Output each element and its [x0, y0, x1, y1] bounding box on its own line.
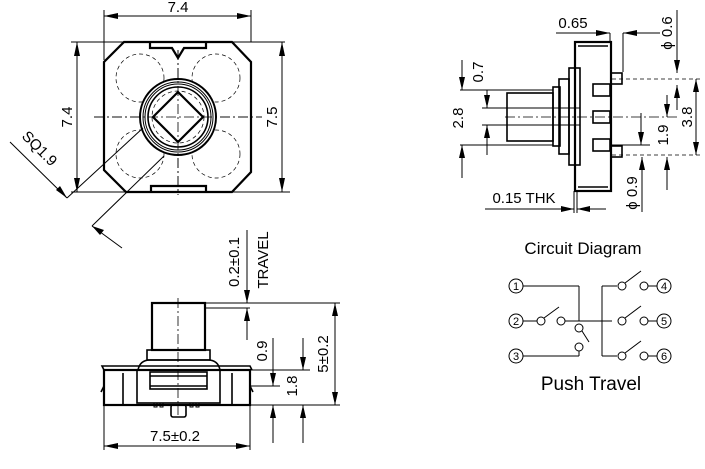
circuit-title: Circuit Diagram	[524, 239, 641, 258]
pin-2: 2	[508, 313, 524, 329]
svg-text:5: 5	[661, 316, 667, 328]
side-view: 0.65 ϕ 0.6 0.7 2.8 1.9	[450, 10, 700, 213]
dim-thk: 0.15 THK	[492, 190, 555, 207]
top-height-left-label: 7.4	[59, 107, 76, 128]
body-outline	[102, 40, 253, 194]
dim-19: 1.9	[655, 125, 672, 146]
pin-4: 4	[656, 278, 672, 294]
dim-phi06: ϕ 0.6	[659, 16, 676, 49]
top-height-right-label: 7.5	[264, 107, 281, 128]
dim-09-front: 0.9	[254, 341, 271, 362]
pin-6: 6	[656, 348, 672, 364]
pin-5: 5	[656, 313, 672, 329]
svg-text:6: 6	[661, 351, 667, 363]
svg-text:3: 3	[513, 351, 519, 363]
dim-height-front: 5±0.2	[315, 335, 332, 372]
top-width-label: 7.4	[168, 0, 189, 16]
dim-28: 2.8	[450, 108, 467, 129]
dim-07: 0.7	[470, 62, 487, 83]
circuit-subtitle: Push Travel	[541, 374, 641, 395]
dim-phi09: ϕ 0.9	[624, 176, 641, 209]
travel-label: TRAVEL	[255, 231, 272, 288]
dim-18-front: 1.8	[284, 376, 301, 397]
svg-text:4: 4	[661, 281, 667, 293]
pin-1: 1	[508, 278, 524, 294]
svg-text:2: 2	[513, 316, 519, 328]
pin-3: 3	[508, 348, 524, 364]
circuit-diagram: Circuit Diagram 1 2 3 4	[508, 239, 672, 395]
dim-width-front: 7.5±0.2	[150, 428, 200, 445]
front-view: 0.2±0.1 TRAVEL 0.9 1.8 5±0.2 7.5±0.2	[100, 230, 340, 450]
top-view: 7.4 7.4 7.5	[9, 0, 290, 249]
travel-value-label: 0.2±0.1	[226, 237, 243, 287]
svg-text:1: 1	[513, 281, 519, 293]
side-body	[573, 40, 613, 193]
front-shaft	[150, 301, 207, 352]
dim-065: 0.65	[558, 15, 587, 32]
square-size-label: SQ1.9	[18, 128, 60, 170]
dim-38: 3.8	[679, 107, 696, 128]
